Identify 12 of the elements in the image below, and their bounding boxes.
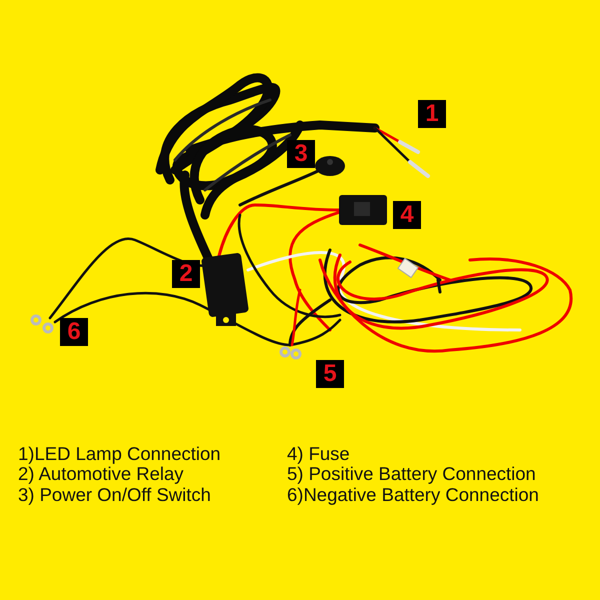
- callout-number: 6: [60, 318, 88, 346]
- legend-text: 2) Automotive Relay: [18, 464, 184, 484]
- callout-number: 3: [287, 140, 315, 168]
- callout-number: 2: [172, 260, 200, 288]
- callout-number: 4: [393, 201, 421, 229]
- legend-text: 5) Positive Battery Connection: [287, 464, 536, 484]
- legend-text: 4) Fuse: [287, 444, 350, 464]
- legend-text: 1)LED Lamp Connection: [18, 444, 221, 464]
- callout-number: 5: [316, 360, 344, 388]
- callout-number: 1: [418, 100, 446, 128]
- legend-text: 3) Power On/Off Switch: [18, 485, 211, 505]
- legend-text: 6)Negative Battery Connection: [287, 485, 539, 505]
